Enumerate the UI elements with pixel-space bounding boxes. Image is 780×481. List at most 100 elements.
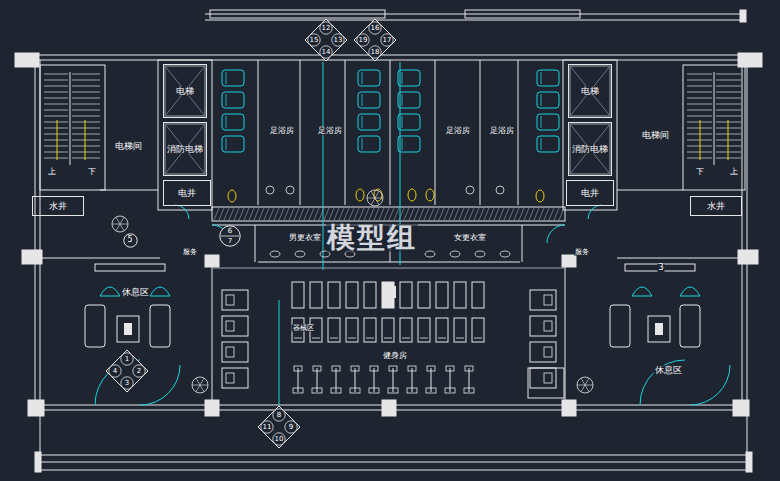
number-ring [320,46,332,58]
treadmill-rail [420,338,428,339]
treadmill [382,318,394,342]
room-box: 电井 [163,180,211,206]
hatch-line [214,208,219,220]
hatch-line [344,208,349,220]
gym-machine-seat [226,295,234,305]
hatch-line [409,208,414,220]
toilet-symbol [228,190,236,202]
room-label: 休息区 [121,288,150,297]
treadmill-rail [456,338,464,339]
coffee-table [648,316,670,342]
treadmill [418,282,430,308]
number-ring [285,421,297,433]
hatch-line [239,208,244,220]
number-ring [369,46,381,58]
callout-number: 18 [371,49,380,56]
room-label: 电梯间 [114,142,143,151]
hatch-line [284,208,289,220]
stair-step [716,104,741,105]
plant [367,190,383,206]
room-label: 电梯间 [641,131,670,140]
hatch-line [269,208,274,220]
pillar [386,286,396,298]
treadmill-rail [294,338,302,339]
plant-leaf [200,378,204,385]
gym-machine [530,290,556,310]
callout-number: 15 [310,37,319,44]
room-label: 上 [47,168,57,176]
plant-leaf [200,385,204,392]
hatch-line [359,208,364,220]
room-name: 消防电梯 [166,145,204,154]
callout-number: 8 [277,412,281,419]
number-ring [261,421,273,433]
room-box: 消防电梯 [163,122,207,176]
room-label: 下 [695,168,705,176]
treadmill [472,282,484,308]
coffee-table [117,316,139,342]
stair-step [716,92,741,93]
room-label: 女更衣室 [453,234,487,242]
room-box: 电梯 [163,64,207,118]
hatch-line [259,208,264,220]
basin-symbol [496,186,504,194]
stair-arrow [57,120,58,160]
stair-step [72,74,100,75]
basin-symbol [286,186,294,194]
number-ring [133,365,145,377]
armchair [632,287,652,296]
bike-base [312,388,322,393]
bike-seat [332,366,340,371]
room-name: 电梯 [175,87,195,96]
hatch-line [459,208,464,220]
bike-seat [446,366,454,371]
treadmill [454,282,466,308]
chair-line [402,116,403,128]
plant-leaf [120,224,128,225]
stair-step [72,152,100,153]
sink-symbol [475,251,485,257]
plant-leaf [120,217,124,224]
stair-step [72,116,100,117]
room-box: 消防电梯 [568,122,612,176]
gym-machine-seat [226,321,234,331]
plan-detail [44,70,741,398]
stair-arrow [700,120,701,160]
number-ring [121,377,133,389]
gym-machine-seat [544,295,552,305]
hatch-line [334,208,339,220]
hatch-line [279,208,284,220]
toilet-symbol [536,190,544,202]
room-label: 休息区 [654,366,683,375]
bike-base [407,388,417,393]
chair-line [226,116,227,128]
plant-leaf [200,385,208,386]
room-label: 健身房 [382,352,408,360]
hatch-line [454,208,459,220]
room-label: 服务 [182,249,198,256]
sofa [680,305,700,347]
bike-base [426,388,436,393]
hatch-line [484,208,489,220]
toilet-symbol [426,189,434,201]
chair-line [541,138,542,150]
stair-step [687,74,712,75]
treadmill-rail [384,338,392,339]
hatch-line [339,208,344,220]
hatch-line [249,208,254,220]
hatch-line [364,208,369,220]
foot-bath-chair [398,92,420,108]
basin-symbol [266,186,274,194]
bike-base [464,388,474,393]
number-ring [381,34,393,46]
plant-leaf [367,198,375,199]
tv-cabinet [625,264,695,271]
hatch-line [234,208,239,220]
room-box: 电井 [566,180,614,206]
chair-line [402,94,403,106]
foot-bath-chair [358,92,380,108]
room-label: 足浴房 [489,127,515,135]
walls [15,10,762,472]
index-diamond: 811910 [257,405,301,449]
hatch-line [499,208,504,220]
